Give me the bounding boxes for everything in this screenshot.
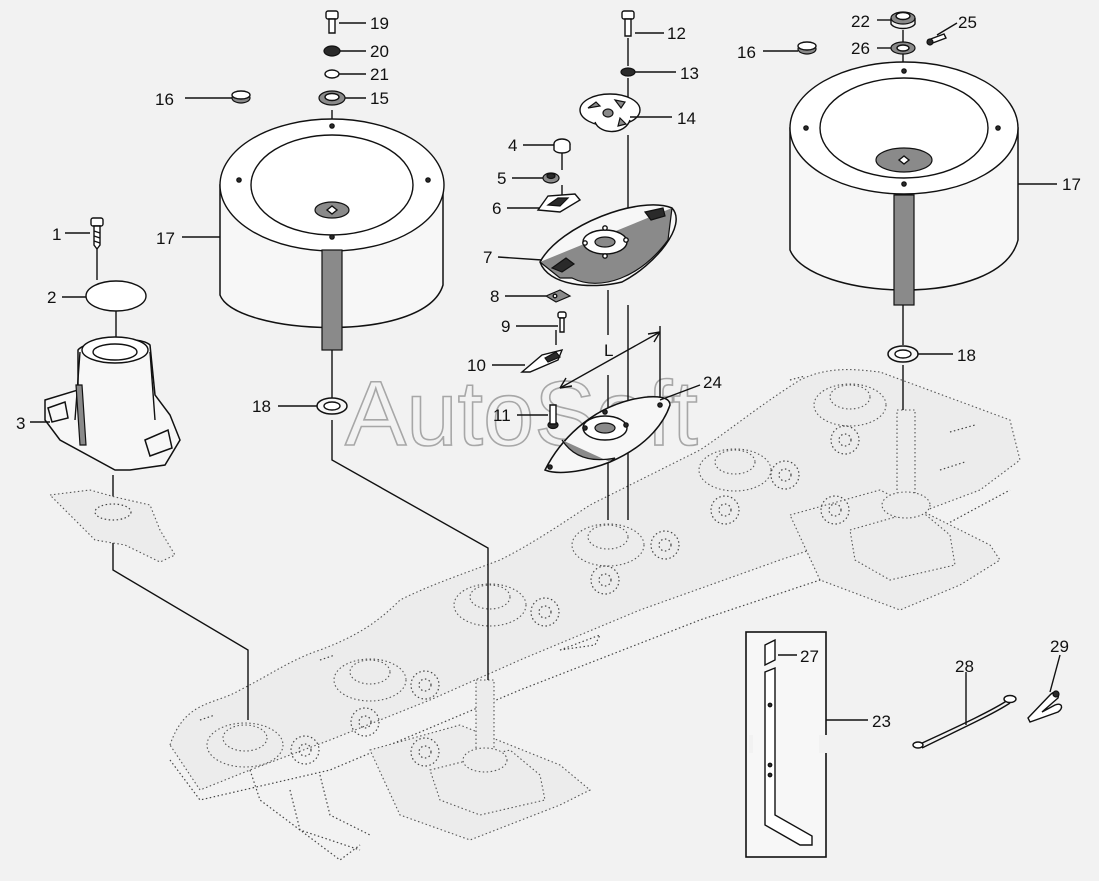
wrench-23 xyxy=(764,666,813,846)
cap-16-left xyxy=(231,90,251,104)
callout-16-right: 16 xyxy=(737,43,756,62)
washer-15 xyxy=(318,90,346,106)
callout-16-left: 16 xyxy=(155,90,174,109)
callout-23: 23 xyxy=(872,712,891,731)
callout-8: 8 xyxy=(490,287,499,306)
callout-15: 15 xyxy=(370,89,389,108)
callout-28: 28 xyxy=(955,657,974,676)
callout-18-left: 18 xyxy=(252,397,271,416)
leader-lines xyxy=(30,19,1061,725)
callout-7: 7 xyxy=(483,248,492,267)
blade-bar-27 xyxy=(764,638,776,667)
callout-22: 22 xyxy=(851,12,870,31)
callout-12: 12 xyxy=(667,24,686,43)
callout-14: 14 xyxy=(677,109,696,128)
blade-10 xyxy=(520,348,564,373)
callout-18-right: 18 xyxy=(957,346,976,365)
callout-1: 1 xyxy=(52,225,61,244)
ring-18-right xyxy=(887,345,919,363)
callout-11: 11 xyxy=(493,406,511,425)
callout-24: 24 xyxy=(703,373,722,392)
callout-9: 9 xyxy=(501,317,510,336)
pin-25 xyxy=(926,33,947,46)
cap-16-right xyxy=(797,41,817,55)
callout-27: 27 xyxy=(800,647,819,666)
callout-2: 2 xyxy=(47,288,56,307)
callout-4: 4 xyxy=(508,136,517,155)
nut-5 xyxy=(542,172,560,184)
inset-box-23 xyxy=(745,631,829,858)
dimension-L-label: L xyxy=(604,341,613,360)
callout-labels: 1 2 3 4 5 6 7 8 9 10 11 12 13 14 15 16 1… xyxy=(16,12,1081,731)
bolt-19 xyxy=(325,10,339,34)
callout-6: 6 xyxy=(492,199,501,218)
callout-13: 13 xyxy=(680,64,699,83)
callout-10: 10 xyxy=(467,356,486,375)
callout-20: 20 xyxy=(370,42,389,61)
washer-13 xyxy=(620,67,636,77)
callout-19: 19 xyxy=(370,14,389,33)
drum-17-right xyxy=(789,61,1019,306)
callout-21: 21 xyxy=(370,65,389,84)
bolt-12 xyxy=(621,10,635,37)
plate-3b xyxy=(48,489,176,563)
disc-24 xyxy=(543,395,671,474)
hub-3 xyxy=(453,583,527,627)
callout-3: 3 xyxy=(16,414,25,433)
washer-21 xyxy=(324,69,340,79)
disc-7 xyxy=(539,204,677,287)
nut-22 xyxy=(890,11,916,30)
gasket-2 xyxy=(85,280,147,312)
callout-5: 5 xyxy=(497,169,506,188)
cutter-bar xyxy=(169,369,1021,861)
washer-26 xyxy=(890,41,916,55)
pin-29 xyxy=(1027,690,1063,723)
nut-4 xyxy=(553,138,571,154)
cable-28 xyxy=(912,694,1017,749)
washer-20 xyxy=(323,45,341,57)
callout-25: 25 xyxy=(958,13,977,32)
hub-5 xyxy=(698,448,772,492)
hub-2 xyxy=(333,658,407,702)
callout-29: 29 xyxy=(1050,637,1069,656)
housing-3 xyxy=(44,336,181,471)
drum-17-left xyxy=(219,118,445,351)
dimension-L: L xyxy=(559,326,661,400)
holder-6 xyxy=(536,193,582,213)
callout-17-left: 17 xyxy=(156,229,175,248)
hub-6 xyxy=(813,383,887,427)
bolt-11 xyxy=(547,404,559,430)
bolt-1 xyxy=(90,217,104,251)
ring-18-left xyxy=(316,397,348,415)
pin-9 xyxy=(557,311,567,333)
callout-26: 26 xyxy=(851,39,870,58)
cap-14 xyxy=(579,93,641,133)
plate-8 xyxy=(544,289,572,303)
hub-1 xyxy=(206,722,284,768)
callout-17-right: 17 xyxy=(1062,175,1081,194)
hub-4 xyxy=(571,523,645,567)
